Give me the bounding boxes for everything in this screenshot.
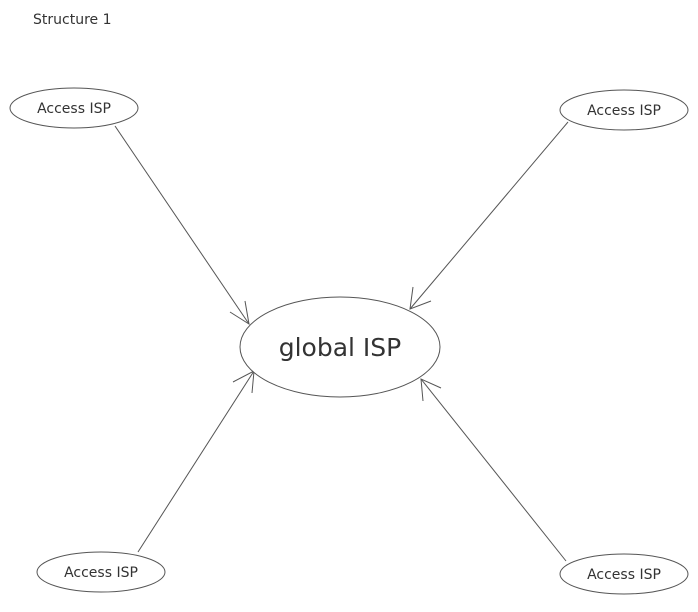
node-access-isp-label: Access ISP xyxy=(64,565,138,581)
edge-top-right-to-global xyxy=(409,121,569,310)
node-access-isp-shape xyxy=(559,89,689,131)
node-access-isp-bottom-right[interactable]: Access ISP xyxy=(559,553,689,595)
node-global-isp-label: global ISP xyxy=(279,333,402,362)
node-access-isp-bottom-left[interactable]: Access ISP xyxy=(36,551,166,593)
node-global-isp[interactable]: global ISP xyxy=(239,296,441,398)
node-access-isp-top-left[interactable]: Access ISP xyxy=(9,87,139,129)
node-access-isp-shape xyxy=(559,553,689,595)
arrowhead-icon xyxy=(420,378,442,402)
node-access-isp-label: Access ISP xyxy=(587,567,661,583)
edge-line xyxy=(114,125,250,325)
edge-bottom-right-to-global xyxy=(420,378,567,562)
node-access-isp-top-right[interactable]: Access ISP xyxy=(559,89,689,131)
arrowhead-icon xyxy=(409,286,432,310)
edge-line xyxy=(420,378,567,562)
arrowhead-icon xyxy=(229,300,250,326)
edge-line xyxy=(137,370,255,553)
diagram-caption: Structure 1 xyxy=(33,12,112,28)
edge-bottom-left-to-global xyxy=(137,370,255,553)
edge-top-left-to-global xyxy=(114,125,250,326)
node-access-isp-shape xyxy=(36,551,166,593)
edge-line xyxy=(409,121,569,310)
arrowhead-icon xyxy=(232,370,255,394)
node-access-isp-label: Access ISP xyxy=(587,103,661,119)
node-access-isp-label: Access ISP xyxy=(37,101,111,117)
node-global-isp-shape xyxy=(239,296,441,398)
node-access-isp-shape xyxy=(9,87,139,129)
edges xyxy=(114,121,569,562)
